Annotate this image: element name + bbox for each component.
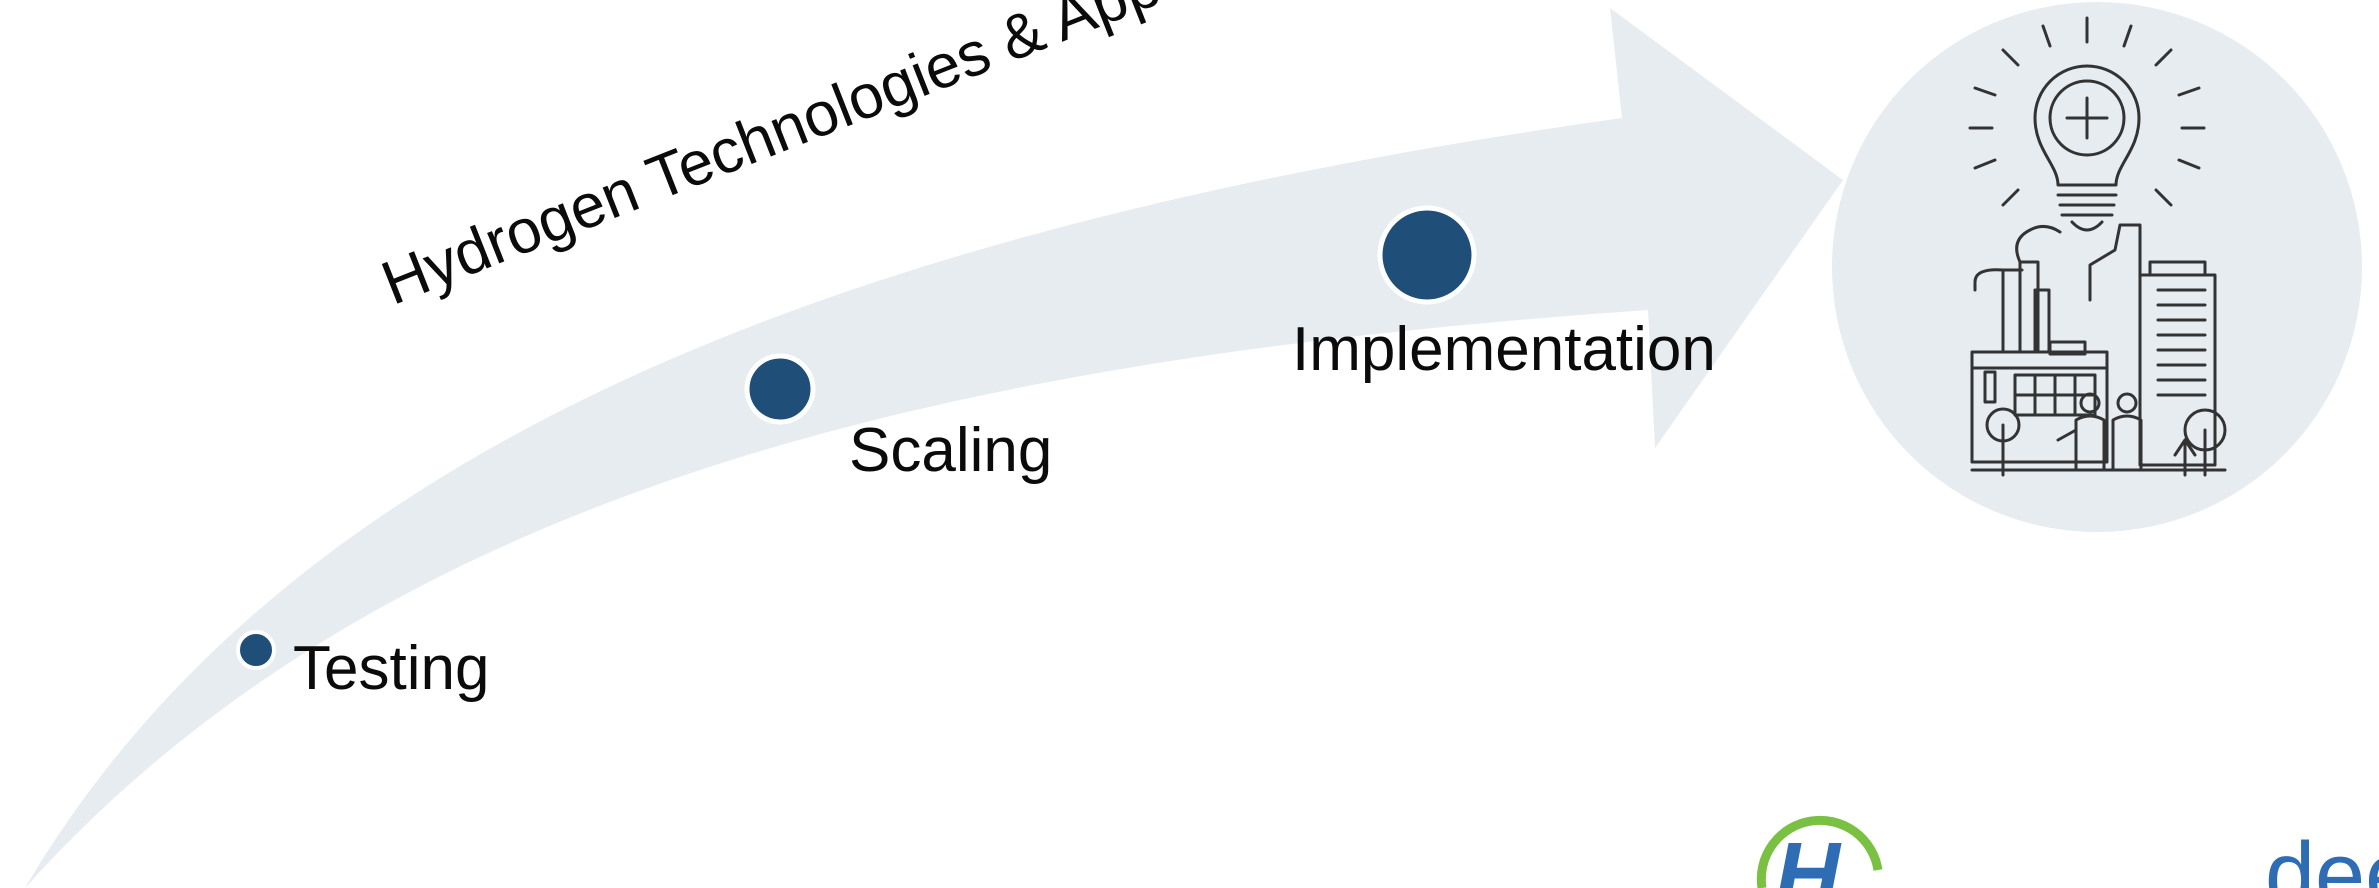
stage-dot-testing xyxy=(236,630,276,670)
stage-label-scaling: Scaling xyxy=(849,416,1053,485)
stage-label-testing: Testing xyxy=(293,634,490,703)
hydrogen-logo-icon: H dee xyxy=(1756,815,2379,888)
stage-label-implementation: Implementation xyxy=(1292,315,1716,384)
stage-dot-scaling xyxy=(744,353,816,425)
stage-dot-implementation xyxy=(1377,205,1477,305)
svg-text:dee: dee xyxy=(2265,825,2379,888)
lightbulb-city-icon xyxy=(1832,2,2362,532)
svg-text:H: H xyxy=(1775,825,1842,888)
